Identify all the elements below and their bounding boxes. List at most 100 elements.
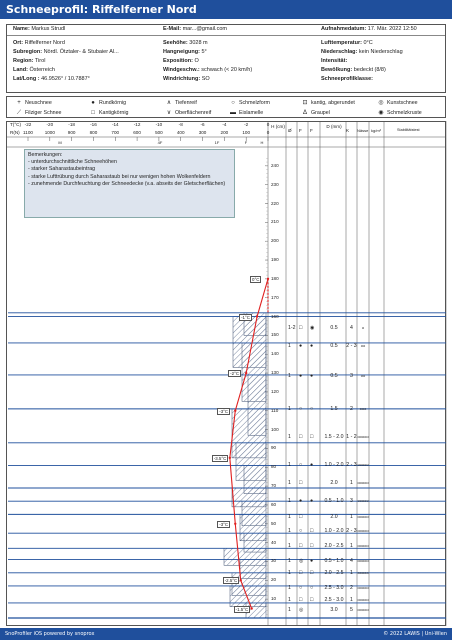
h-axis-label: H (cm) (271, 124, 285, 129)
layer-grain-count: 1 (288, 405, 291, 412)
layer-form-primary: ○ (299, 584, 303, 591)
footer: SnoProfiler iOS powered by snoprox © 202… (0, 628, 452, 640)
hand-tick: 4F (157, 140, 163, 145)
height-tick: 50 (271, 520, 277, 526)
hand-tick: M (58, 140, 62, 145)
remarks-line: - zunehmende Durchfeuchtung der Schneede… (28, 180, 226, 187)
r-tick: 800 (89, 130, 98, 135)
layer-form-primary: □ (299, 480, 303, 487)
col-header-form1: F (299, 128, 302, 133)
layer-form-secondary: ○ (310, 405, 314, 412)
height-tick: 130 (271, 370, 279, 376)
region-row: Region: Tirol (13, 58, 46, 64)
legend-item: ⟋Filziger Schnee (16, 110, 62, 116)
height-tick: 160 (271, 313, 279, 319)
height-tick: 230 (271, 181, 279, 187)
layer-form-secondary: □ (310, 528, 314, 535)
layer-wetness: ooooo (357, 480, 369, 486)
layer-wetness: ooooo (357, 557, 369, 563)
layer-hardness: 4 (350, 557, 353, 564)
windg-row: Windgeschw.: schwach (< 20 km/h) (163, 67, 253, 73)
crust-icon: ◉ (378, 110, 384, 116)
legend-item: ○Schmelzform (229, 99, 270, 107)
layer-grain-count: 1 (288, 342, 291, 349)
temperature-label: 0°C (250, 275, 262, 283)
target-icon: ◎ (378, 100, 384, 106)
remarks-line: - starke Lufttrübung durch Saharastaub b… (28, 173, 211, 180)
layer-wetness: ooooo (357, 597, 369, 603)
layer-form-secondary: ● (310, 342, 314, 349)
layer-grain-size: 3.0 (330, 607, 338, 614)
layer-wetness: ooooo (357, 543, 369, 549)
layer-wetness: ooooo (357, 569, 369, 575)
layer-grain-count: 1 (288, 607, 291, 614)
layer-form-primary: ◎ (299, 607, 304, 614)
layer-wetness: ooo (359, 405, 367, 411)
hand-tick: H (260, 140, 264, 145)
legend-box: +Neuschnee ●Rundkörnig ∧Tiefenreif ○Schm… (6, 96, 446, 118)
layer-grain-count: 1 (288, 528, 291, 535)
temperature-point (244, 371, 248, 375)
slash-icon: ⟋ (16, 110, 22, 116)
height-tick: 120 (271, 388, 279, 394)
layer-wetness: ooooo (357, 434, 369, 440)
layer-grain-size: 1.0 - 2.0 (324, 528, 344, 535)
layer-grain-size: 0.5 - 1.0 (324, 557, 344, 564)
layer-hardness: 2 - 3 (346, 462, 357, 469)
r-tick: 500 (155, 130, 163, 135)
height-tick: 100 (271, 426, 279, 432)
temperature-point (228, 456, 232, 460)
height-tick: 220 (271, 200, 279, 206)
layer-grain-size: 0.5 (330, 342, 338, 349)
layer-form-secondary: ◉ (310, 324, 315, 331)
layer-grain-count: 1 (288, 543, 291, 550)
height-tick: 240 (271, 162, 279, 168)
legend-item: ◎Kunstschnee (378, 100, 418, 106)
r-axis-label: R(N) (10, 130, 20, 135)
legend-item: ▬Eislamelle (230, 110, 264, 116)
temperature-label: -1°C (239, 313, 252, 321)
height-tick: 60 (271, 501, 277, 507)
r-tick: 700 (111, 130, 120, 135)
layer-form-primary: ● (299, 372, 303, 379)
latlong-row: Lat/Long : 46.9526° / 10.7887° (13, 76, 90, 82)
layer-grain-size: 1.0 - 2.0 (324, 462, 344, 469)
layer-form-primary: ● (299, 498, 303, 505)
layer-grain-count: 1 (288, 372, 291, 379)
height-tick: 10 (271, 596, 277, 602)
height-tick: 170 (271, 294, 279, 300)
legend-item: ⊡kantig, abgerundet (302, 100, 355, 106)
height-tick: 140 (271, 351, 279, 357)
layer-form-secondary: □ (310, 597, 314, 604)
plus-icon: + (17, 100, 21, 106)
layer-form-primary: □ (299, 543, 303, 550)
page-title: Schneeprofil: Riffelferner Nord (0, 0, 452, 19)
bar-icon: ▬ (230, 110, 236, 116)
hand-tick: 1F (214, 140, 220, 145)
temperature-point (255, 315, 259, 318)
temp-tick: -14 (111, 122, 119, 127)
temp-tick: -2 (244, 122, 249, 127)
height-tick: 180 (271, 275, 279, 281)
legend-item: +Neuschnee (15, 99, 52, 107)
height-tick: 70 (271, 483, 277, 489)
col-header-wet: Nässe (357, 128, 369, 133)
expo-row: Exposition: O (163, 58, 199, 64)
remarks-line: - starker Saharastaubeintrag (28, 166, 96, 173)
layer-hardness: 5 (350, 607, 353, 614)
temp-tick: -18 (68, 122, 75, 127)
remarks-title: Bemerkungen: (28, 152, 63, 158)
layer-form-secondary: □ (310, 543, 314, 550)
temperature-point (234, 522, 237, 525)
layer-wetness: ooooo (357, 462, 369, 468)
open-square-icon: □ (91, 110, 95, 116)
layer-hardness: 2 (350, 405, 353, 412)
layer-grain-count: 1 (288, 584, 291, 591)
layer-form-primary: ◎ (299, 557, 304, 564)
layer-grain-size: 0.5 (330, 324, 338, 331)
layer-wetness: ooooo (357, 607, 369, 613)
height-tick: 110 (271, 407, 279, 413)
bew-row: Bewölkung: bedeckt (8/8) (321, 67, 386, 73)
